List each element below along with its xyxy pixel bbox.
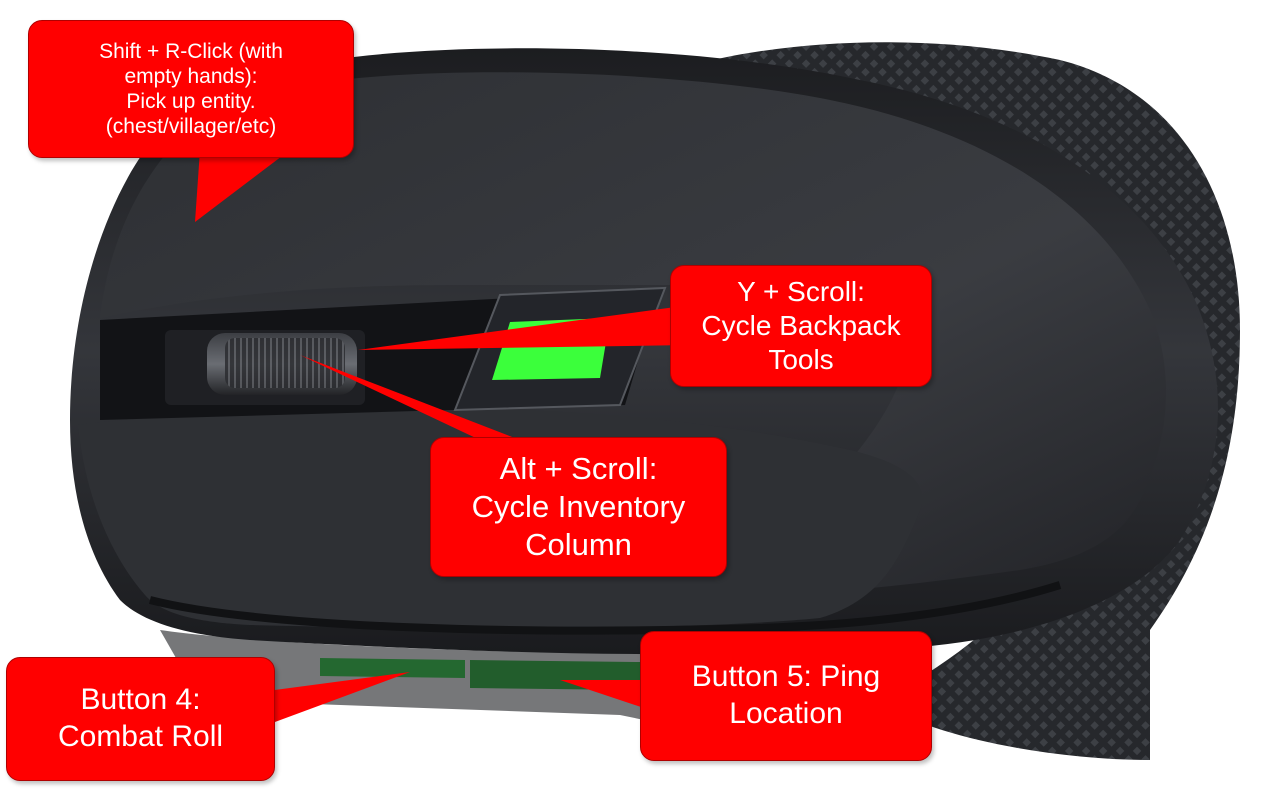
callout-line: Pick up entity.	[126, 90, 256, 113]
callout-line: Tools	[768, 344, 834, 376]
pointer-y-scroll	[358, 305, 690, 350]
callout-line: Button 4:	[80, 683, 201, 717]
scroll-wheel-ridges	[225, 338, 345, 388]
callout-alt-scroll: Alt + Scroll: Cycle Inventory Column	[430, 437, 727, 577]
callout-line: empty hands):	[124, 64, 258, 88]
callout-button5: Button 5: Ping Location	[640, 631, 932, 761]
callout-button4: Button 4: Combat Roll	[6, 657, 275, 781]
callout-shift-rclick: Shift + R-Click (with empty hands): Pick…	[28, 20, 354, 158]
callout-y-scroll: Y + Scroll: Cycle Backpack Tools	[670, 265, 932, 387]
callout-line: Button 5: Ping	[691, 660, 881, 694]
callout-line: Column	[525, 526, 632, 562]
callout-line: Cycle Inventory	[471, 489, 686, 525]
callout-line: Alt + Scroll:	[499, 451, 658, 487]
callout-line: Location	[729, 697, 843, 730]
callout-line: Cycle Backpack	[701, 309, 901, 341]
callout-line: (chest/villager/etc)	[105, 115, 277, 139]
callout-line: Shift + R-Click (with	[99, 39, 283, 63]
callout-line: Combat Roll	[57, 720, 224, 753]
pointer-shift-rclick	[195, 150, 290, 222]
pointer-button5	[560, 680, 650, 710]
pointer-alt-scroll	[300, 355, 520, 440]
left-mouse-button	[100, 72, 1167, 594]
lower-shell-edge	[149, 581, 1062, 635]
callout-line: Y + Scroll:	[737, 275, 865, 307]
